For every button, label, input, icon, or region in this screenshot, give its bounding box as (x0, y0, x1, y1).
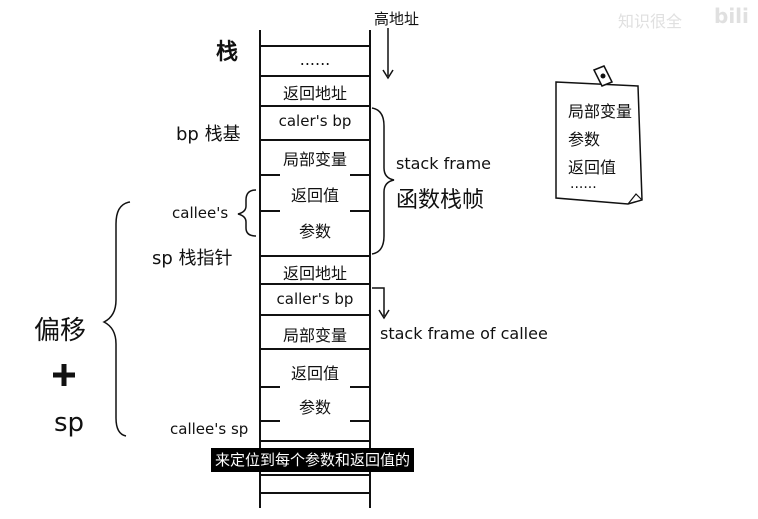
stack-divider-short (260, 174, 280, 176)
stack-divider-short (260, 420, 280, 422)
callees-label: callee's (172, 204, 229, 222)
stack-frame-brace (371, 107, 395, 255)
stack-divider (260, 440, 370, 442)
callee-frame-arrow (372, 287, 385, 316)
stack-cell-ellipsis: ...... (299, 50, 331, 69)
stack-divider (260, 348, 370, 350)
stack-cell-return-address: 返回地址 (282, 264, 347, 283)
bilibili-logo: bili (714, 4, 749, 28)
stack-divider (260, 105, 370, 107)
callee-sp-label: callee's sp (170, 420, 249, 438)
sp-label: sp (54, 408, 85, 438)
stack-divider-short (350, 420, 370, 422)
bp-base-label: bp 栈基 (176, 124, 241, 145)
stack-divider (260, 492, 370, 494)
stack-cell-return-value: 返回值 (290, 364, 339, 383)
stack-divider (260, 314, 370, 316)
stack-divider-short (350, 210, 370, 212)
callee-frame-arrowhead (378, 309, 390, 320)
stack-divider (260, 45, 370, 47)
stack-divider-short (260, 386, 280, 388)
offset-label: 偏移 (34, 316, 87, 346)
note-local-vars: 局部变量 (568, 102, 633, 121)
high-address-arrowhead (382, 69, 394, 80)
sp-pointer-label: sp 栈指针 (152, 248, 233, 269)
note-params: 参数 (568, 130, 601, 149)
stack-frame-label: stack frame (396, 154, 492, 173)
offset-brace (102, 201, 131, 437)
stack-divider (260, 255, 370, 257)
stack-cell-params: 参数 (298, 222, 331, 241)
stack-cell-caller-bp: caler's bp (278, 112, 352, 130)
stack-divider-short (350, 174, 370, 176)
stack-cell-caller-bp: caller's bp (276, 290, 354, 308)
sticky-note-fold (627, 193, 643, 205)
stack-divider (260, 75, 370, 77)
stack-cell-params: 参数 (298, 398, 331, 417)
stack-cell-return-address: 返回地址 (282, 84, 347, 103)
stack-divider-short (260, 210, 280, 212)
stack-divider (260, 283, 370, 285)
callees-brace (237, 189, 257, 237)
note-ellipsis: ...... (570, 176, 597, 192)
stack-cell-local-vars: 局部变量 (282, 150, 347, 169)
video-subtitle: 来定位到每个参数和返回值的 (211, 448, 415, 472)
high-address-label: 高地址 (374, 10, 420, 28)
stack-cell-return-value: 返回值 (290, 186, 339, 205)
function-stack-frame-label: 函数栈帧 (396, 188, 485, 213)
stack-divider (260, 139, 370, 141)
sticky-note (555, 81, 643, 205)
note-return-value: 返回值 (568, 158, 617, 177)
pushpin-dot-icon (600, 73, 606, 79)
stack-divider-short (350, 386, 370, 388)
stack-cell-local-vars: 局部变量 (282, 326, 347, 345)
stack-label: 栈 (216, 40, 239, 65)
watermark-text: 知识很全 (618, 12, 683, 31)
stack-divider (260, 474, 370, 476)
stack-frame-of-callee-label: stack frame of callee (380, 324, 548, 343)
